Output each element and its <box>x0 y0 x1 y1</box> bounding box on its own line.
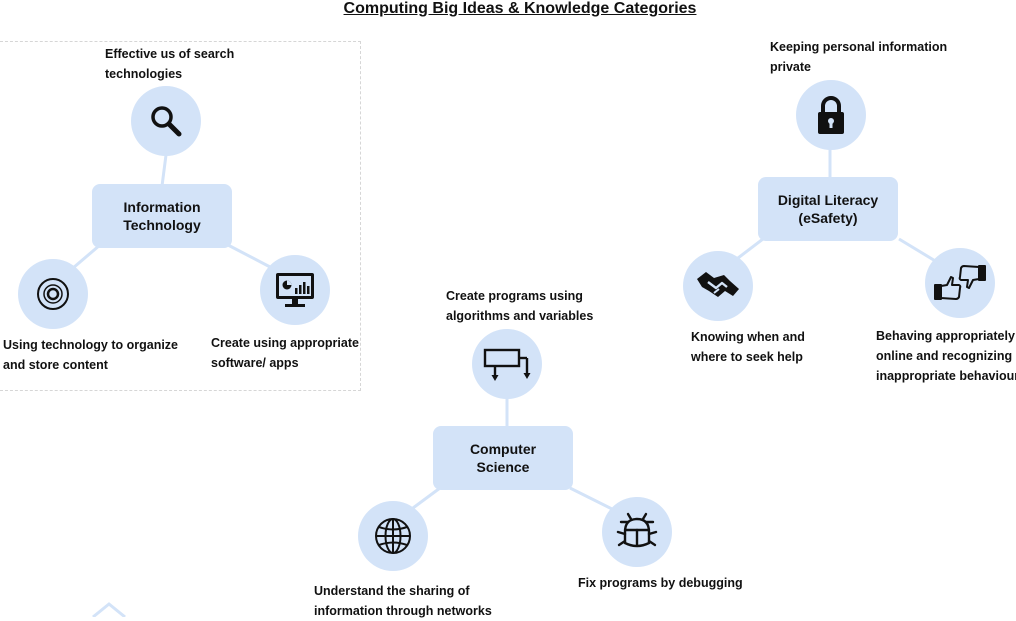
node-bug <box>602 497 672 567</box>
connector-cs-bug <box>569 486 615 512</box>
thumbs-up-down-icon <box>934 265 986 300</box>
diagram-title: Computing Big Ideas & Knowledge Categori… <box>343 0 697 17</box>
caption-bug: Fix programs by debugging <box>578 576 743 590</box>
bug-icon <box>616 512 658 548</box>
caption-thumbs: Behaving appropriately online and recogn… <box>876 329 1016 383</box>
information-technology-frame <box>0 41 361 391</box>
partial-shape-decoration <box>92 602 126 617</box>
node-padlock <box>796 80 866 150</box>
globe-icon <box>375 518 411 554</box>
caption-search: Effective us of search technologies <box>105 47 235 81</box>
connector-dl-thumbs <box>898 237 938 264</box>
caption-handshake: Knowing when and where to seek help <box>691 330 805 364</box>
connector-it-search <box>160 154 168 187</box>
flowchart-icon <box>483 348 531 381</box>
hub-information-technology: Information Technology <box>92 184 232 248</box>
caption-globe: Understand the sharing of information th… <box>314 584 492 618</box>
disc-icon <box>37 278 69 310</box>
node-handshake <box>683 251 753 321</box>
caption-padlock: Keeping personal information private <box>770 40 948 74</box>
caption-monitor: Create using appropriate software/ apps <box>211 336 359 370</box>
connector-cs-globe <box>412 486 441 510</box>
connector-it-monitor <box>227 243 273 270</box>
connector-dl-handshake <box>737 237 764 260</box>
caption-flowchart: Create programs using algorithms and var… <box>446 289 594 323</box>
hub-digital-literacy: Digital Literacy (eSafety) <box>758 177 898 241</box>
node-monitor <box>260 255 330 325</box>
monitor-chart-icon <box>276 273 314 307</box>
caption-disc: Using technology to organize and store c… <box>3 338 179 372</box>
connector-it-disc <box>72 243 101 270</box>
node-flowchart <box>472 329 542 399</box>
hub-computer-science: Computer Science <box>433 426 573 490</box>
search-icon <box>151 106 182 137</box>
node-globe <box>358 501 428 571</box>
padlock-icon <box>818 96 844 134</box>
handshake-icon <box>697 272 739 297</box>
node-search <box>131 86 201 156</box>
node-thumbs <box>925 248 995 318</box>
node-disc <box>18 259 88 329</box>
